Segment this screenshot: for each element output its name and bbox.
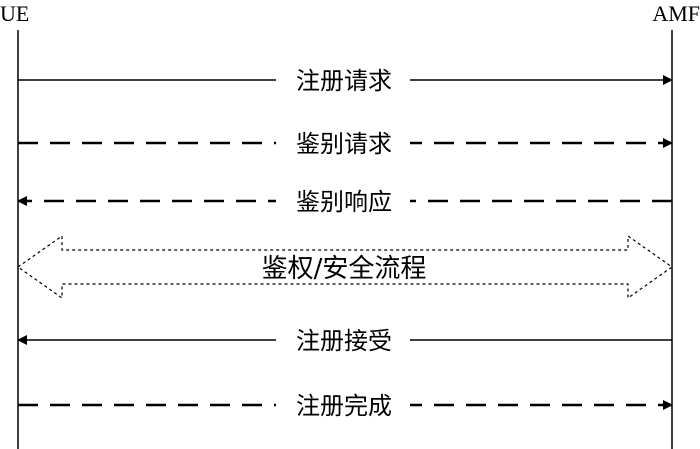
label-backdrop <box>276 389 410 421</box>
message-label: 注册请求 <box>296 67 392 95</box>
message-label: 注册完成 <box>296 392 392 420</box>
label-backdrop <box>276 64 410 96</box>
message-label: 注册接受 <box>296 327 392 355</box>
message-auth-request: 鉴别请求 <box>18 127 673 159</box>
label-backdrop <box>276 185 410 217</box>
label-backdrop <box>276 324 410 356</box>
label-backdrop <box>276 127 410 159</box>
message-label: 鉴别请求 <box>296 130 392 158</box>
ue-label: UE <box>0 1 29 26</box>
amf-label: AMF <box>652 1 700 26</box>
process-auth-security: 鉴权/安全流程 <box>16 234 674 300</box>
message-registration-request: 注册请求 <box>18 64 673 96</box>
process-label: 鉴权/安全流程 <box>262 254 427 284</box>
process-block-arrow <box>16 234 674 300</box>
message-registration-accept: 注册接受 <box>17 324 672 356</box>
message-label: 鉴别响应 <box>296 188 392 216</box>
message-auth-response: 鉴别响应 <box>17 185 672 217</box>
message-registration-complete: 注册完成 <box>18 389 673 421</box>
